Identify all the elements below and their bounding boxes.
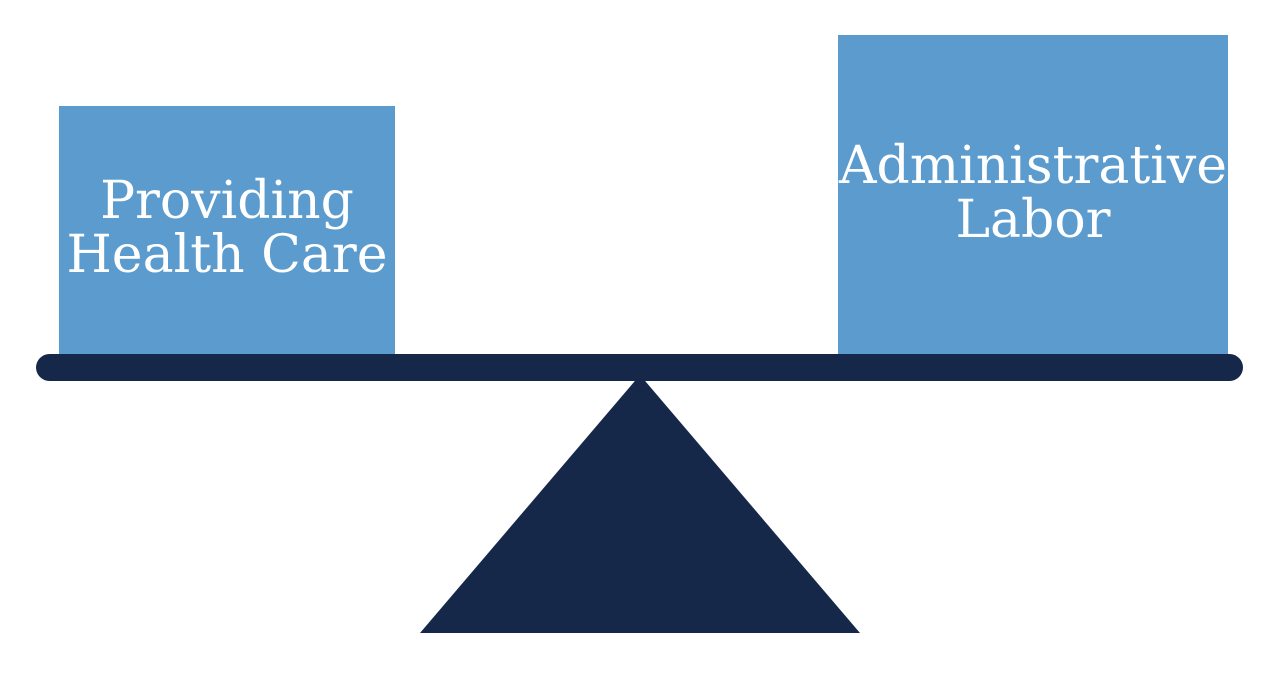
seesaw-beam: [36, 354, 1243, 381]
left-box-label-line-1: Providing: [100, 171, 354, 231]
left-box-label-line-2: Health Care: [66, 225, 388, 285]
administrative-labor-box: Administrative Labor: [838, 35, 1228, 354]
right-box-label-line-1: Administrative: [838, 136, 1228, 196]
right-box-label-line-2: Labor: [955, 190, 1111, 250]
providing-health-care-box: Providing Health Care: [59, 106, 395, 354]
seesaw-fulcrum: [420, 375, 860, 633]
